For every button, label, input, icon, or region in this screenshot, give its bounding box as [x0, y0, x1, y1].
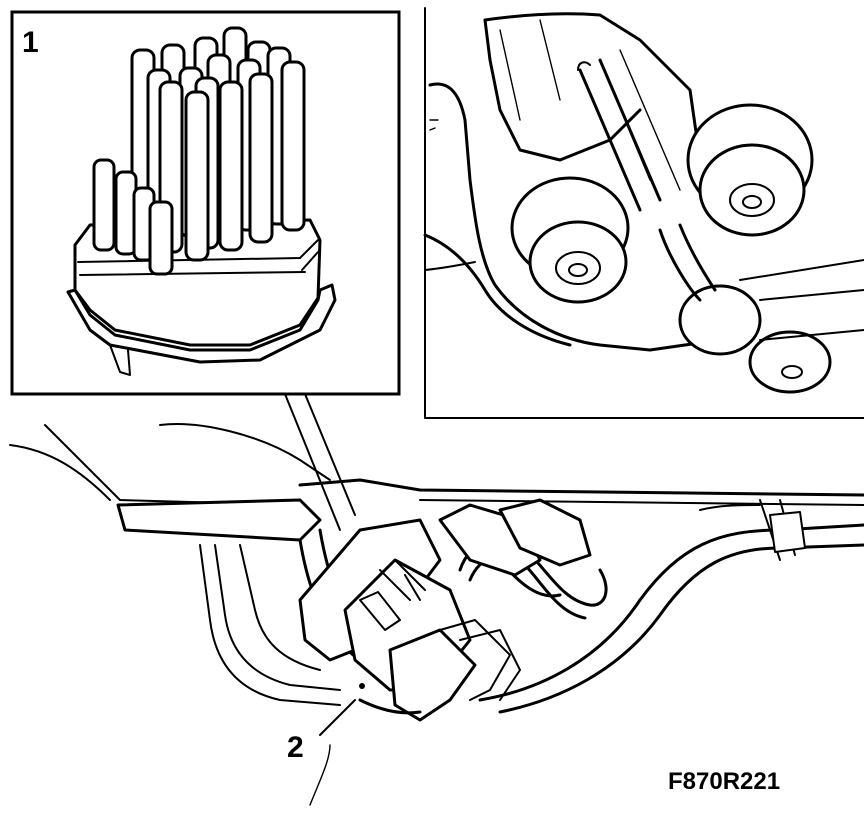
connector-pins	[92, 26, 306, 276]
callout-number-2: 2	[287, 731, 304, 764]
connector-inset-drawing	[66, 26, 337, 376]
callout-number-1: 1	[22, 26, 39, 59]
background-view	[423, 7, 864, 419]
figure-code: F870R221	[668, 768, 781, 795]
main-scene	[9, 423, 864, 806]
callout-leader-lines	[284, 393, 356, 531]
